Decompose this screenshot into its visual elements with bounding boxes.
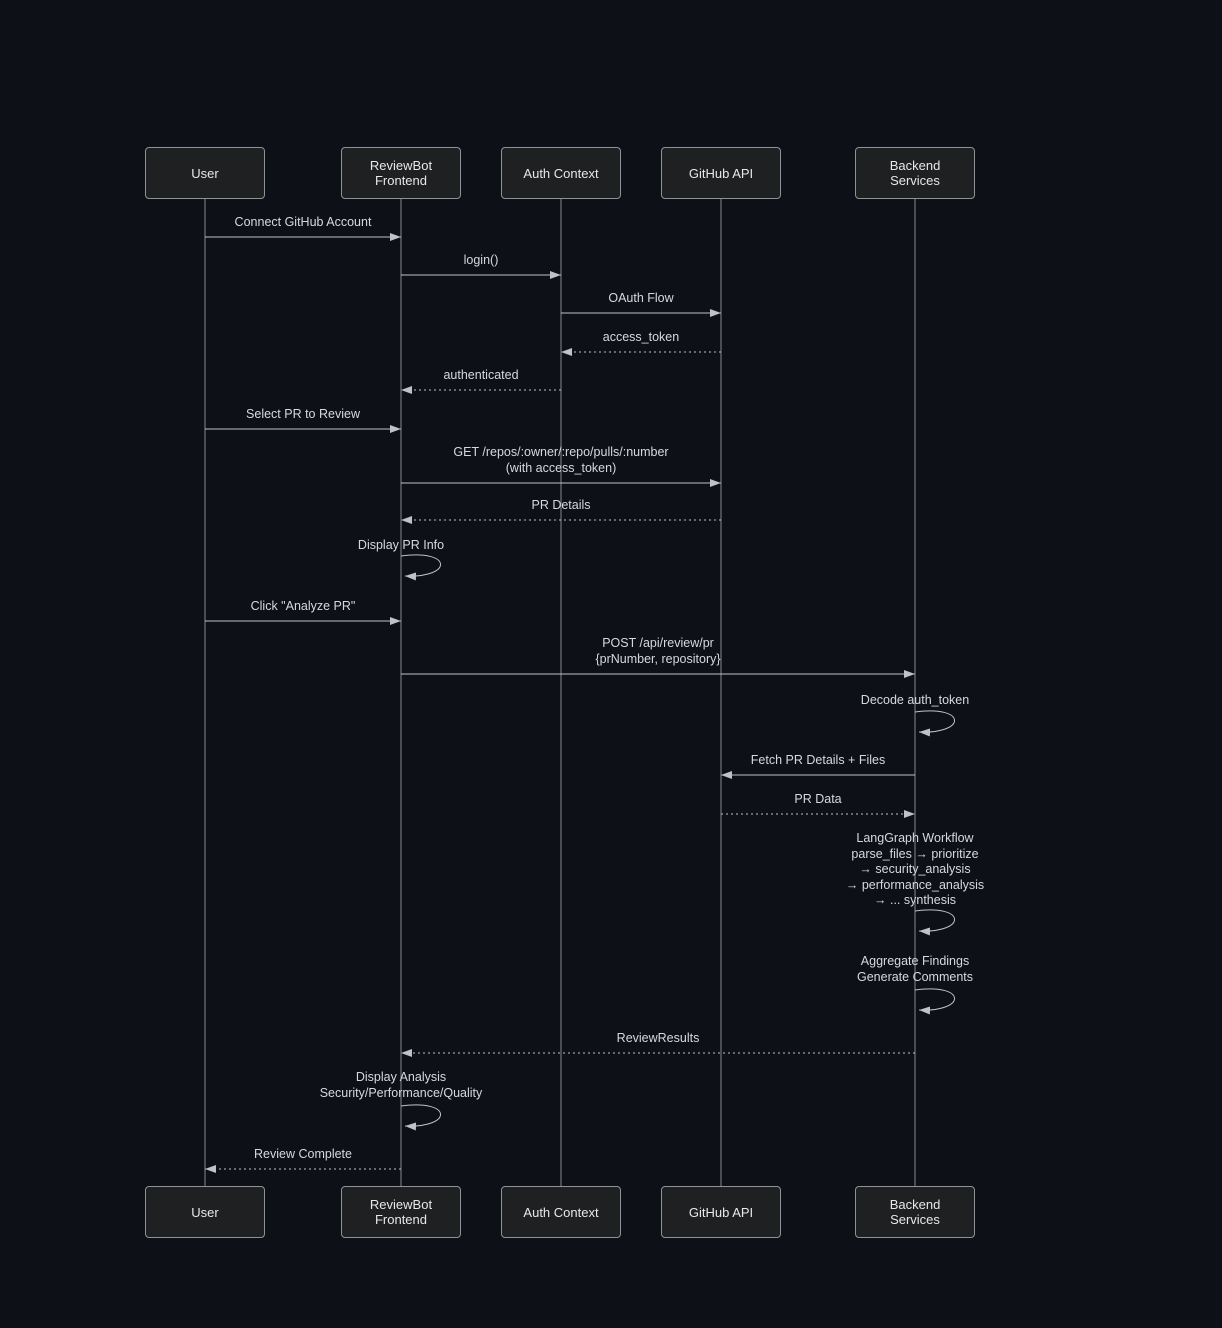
- actor-auth-top: Auth Context: [501, 147, 621, 199]
- self-loop-langgraph-workflow: [914, 909, 955, 936]
- message-label-decode-auth-token: Decode auth_token: [860, 693, 970, 707]
- actor-user-bottom: User: [145, 1186, 265, 1238]
- actor-github-top: GitHub API: [661, 147, 781, 199]
- message-label-access-token: access_token: [602, 330, 680, 344]
- actor-user-label: User: [191, 1204, 219, 1220]
- message-label-post-api-review: POST /api/review/pr {prNumber, repositor…: [595, 636, 721, 666]
- actor-backend-label: Backend Services: [889, 1197, 941, 1227]
- actor-github-label: GitHub API: [688, 165, 754, 181]
- actor-github-label: GitHub API: [688, 1204, 754, 1220]
- message-label-display-pr-info: Display PR Info: [357, 538, 445, 552]
- message-label-review-complete: Review Complete: [254, 1147, 352, 1161]
- actor-auth-label: Auth Context: [523, 1204, 599, 1220]
- message-label-get-repos: GET /repos/:owner/:repo/pulls/:number (w…: [453, 445, 669, 475]
- message-label-display-analysis: Display Analysis Security/Performance/Qu…: [319, 1070, 483, 1100]
- message-label-pr-data: PR Data: [794, 792, 842, 806]
- actor-user-label: User: [191, 165, 219, 181]
- self-loop-display-pr-info: [400, 554, 441, 581]
- message-label-connect-github-account: Connect GitHub Account: [234, 215, 372, 229]
- message-label-login: login(): [463, 253, 499, 267]
- actor-frontend-top: ReviewBot Frontend: [341, 147, 461, 199]
- actor-github-bottom: GitHub API: [661, 1186, 781, 1238]
- actor-frontend-bottom: ReviewBot Frontend: [341, 1186, 461, 1238]
- message-label-pr-details: PR Details: [531, 498, 591, 512]
- message-label-fetch-pr-details-files: Fetch PR Details + Files: [750, 753, 886, 767]
- message-label-oauth-flow: OAuth Flow: [608, 291, 674, 305]
- actor-user-top: User: [145, 147, 265, 199]
- message-label-select-pr: Select PR to Review: [246, 407, 360, 421]
- message-label-langgraph-workflow: LangGraph Workflow parse_files → priorit…: [845, 831, 985, 907]
- actor-auth-bottom: Auth Context: [501, 1186, 621, 1238]
- actor-auth-label: Auth Context: [523, 165, 599, 181]
- actor-backend-bottom: Backend Services: [855, 1186, 975, 1238]
- actor-backend-label: Backend Services: [889, 158, 941, 188]
- message-label-click-analyze-pr: Click "Analyze PR": [250, 599, 356, 613]
- self-loop-decode-auth-token: [914, 710, 955, 737]
- self-loop-display-analysis: [400, 1104, 441, 1131]
- message-label-aggregate-findings: Aggregate Findings Generate Comments: [856, 954, 974, 984]
- actor-frontend-label: ReviewBot Frontend: [369, 1197, 433, 1227]
- message-label-review-results: ReviewResults: [616, 1031, 700, 1045]
- message-label-authenticated: authenticated: [443, 368, 519, 382]
- self-loop-aggregate-findings: [914, 988, 955, 1015]
- actor-frontend-label: ReviewBot Frontend: [369, 158, 433, 188]
- actor-backend-top: Backend Services: [855, 147, 975, 199]
